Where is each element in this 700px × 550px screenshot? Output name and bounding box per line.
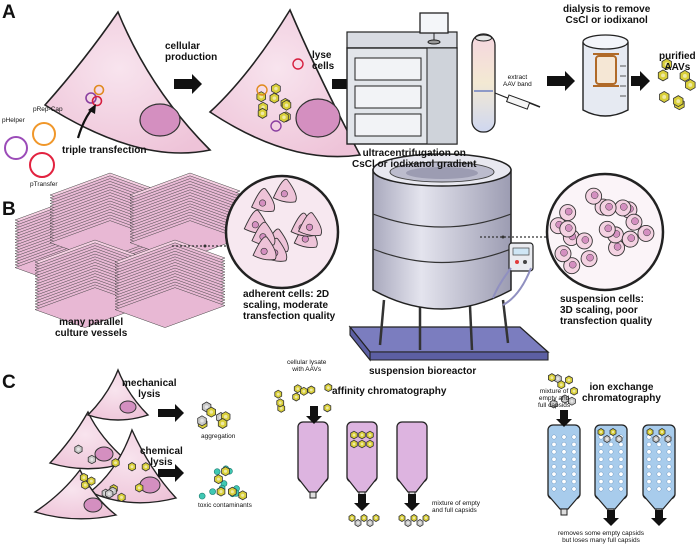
label-aggregation: aggregation	[201, 433, 236, 440]
lysis-cells	[33, 368, 178, 520]
label-bioreactor: suspension bioreactor	[369, 366, 477, 377]
culture-vessel-stacks	[14, 172, 241, 328]
arrow	[547, 71, 575, 91]
nucleus	[139, 103, 181, 137]
panel-label-c: C	[2, 372, 16, 393]
label-toxic-contaminants: toxic contaminants	[198, 502, 252, 509]
contaminant	[198, 492, 206, 500]
adherent-cells-magnified	[224, 174, 340, 290]
label-ptransfer: pTransfer	[30, 181, 58, 188]
affinity-columns	[297, 406, 430, 527]
ultracentrifuge	[346, 12, 458, 145]
arrow	[631, 71, 650, 91]
arrow	[174, 74, 202, 94]
arrow	[158, 404, 184, 422]
contaminant	[209, 488, 216, 495]
suspension-cells-magnified	[545, 172, 665, 292]
ion-exchange-columns	[547, 410, 676, 526]
ptransfer-plasmid	[29, 152, 55, 178]
label-affinity-chromatography: affinity chromatography	[332, 386, 447, 397]
prepcap-plasmid	[32, 122, 56, 146]
gradient-tube	[471, 33, 496, 133]
syringe	[494, 92, 541, 110]
contaminant	[213, 468, 221, 475]
column	[297, 421, 329, 483]
dialysis-beaker	[582, 34, 629, 117]
column	[396, 421, 428, 483]
suspension-bioreactor	[348, 153, 550, 362]
phelper-plasmid	[4, 136, 28, 160]
label-triple-transfection: triple transfection	[62, 145, 147, 156]
label-prepcap: pRep-Cap	[33, 106, 63, 113]
nucleus	[295, 98, 341, 138]
panel-label-b: B	[2, 199, 16, 220]
panel-label-a: A	[2, 2, 16, 23]
label-phelper: pHelper	[2, 117, 25, 124]
arrow	[158, 464, 184, 482]
